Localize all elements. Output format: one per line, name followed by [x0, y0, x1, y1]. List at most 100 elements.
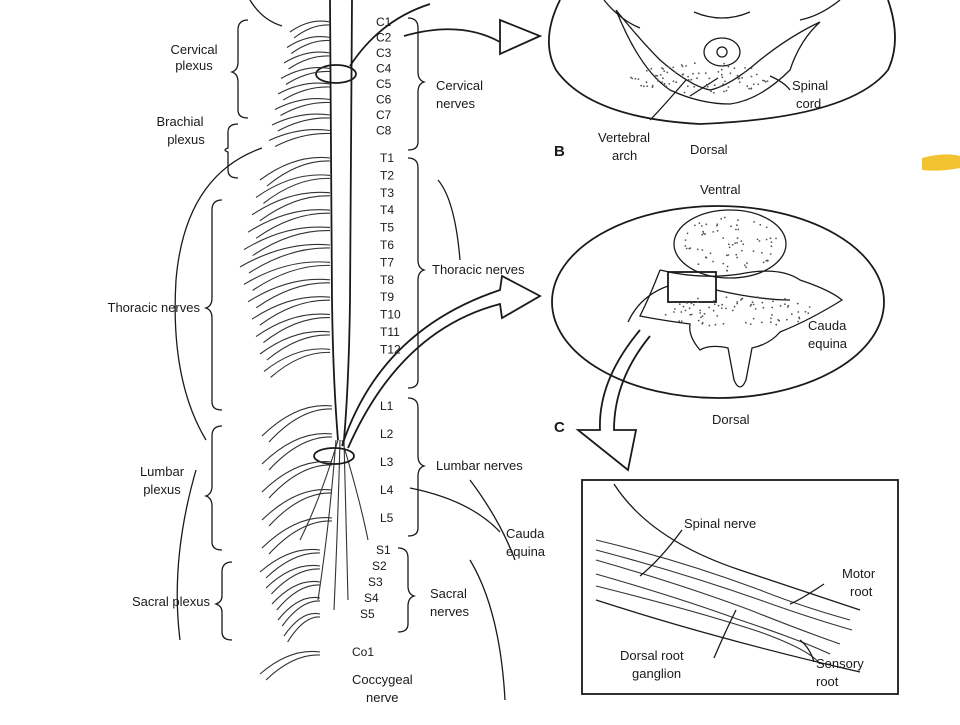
nerve-ramus-secondary-c1 — [293, 24, 331, 39]
nerve-ramus-t11 — [259, 330, 331, 355]
nerve-ramus-secondary-l3 — [268, 464, 333, 499]
nerve-ramus-secondary-t7 — [252, 264, 331, 291]
nerve-ramus-t10 — [255, 313, 331, 338]
thoracic-nerves-left-label: Thoracic nerves — [108, 300, 201, 315]
segment-l3: L3 — [380, 455, 394, 469]
segment-t2: T2 — [380, 168, 394, 182]
nerve-ramus-t7 — [243, 261, 331, 285]
spinal-nerve-label: Spinal nerve — [684, 516, 756, 531]
nerve-ramus-secondary-t4 — [255, 212, 331, 239]
nerve-ramus-l2 — [261, 433, 333, 465]
arrows — [341, 3, 651, 472]
panel-c-cauda-label-2: equina — [808, 336, 848, 351]
nerve-ramus-t9 — [251, 296, 331, 320]
nerve-ramus-c5 — [277, 82, 331, 95]
nerve-ramus-secondary-c3 — [288, 55, 331, 70]
nerve-ramus-secondary-t8 — [255, 282, 331, 309]
brachial-plexus-label-2: plexus — [167, 132, 205, 147]
nerve-ramus-secondary-c7 — [277, 117, 331, 132]
nerve-ramus-c3 — [283, 51, 331, 64]
nerve-ramus-secondary-t2 — [263, 177, 331, 204]
cauda-equina-label-2: equina — [506, 544, 546, 559]
panel-b-spinal-label-1: Spinal — [792, 78, 828, 93]
left-labels: Cervical plexus Brachial plexus Thoracic… — [108, 42, 218, 609]
segment-s5: S5 — [360, 607, 375, 621]
nerve-ramus-s1 — [259, 548, 321, 573]
sacral-plexus-label: Sacral plexus — [132, 594, 211, 609]
panel-c-dorsal-label: Dorsal — [712, 412, 750, 427]
segment-s4: S4 — [364, 591, 379, 605]
nerve-ramus-secondary-c8 — [274, 132, 331, 147]
lumbar-plexus-label-2: plexus — [143, 482, 181, 497]
nerve-ramus-c7 — [271, 113, 331, 126]
coccygeal-nerve-label-2: nerve — [366, 690, 399, 705]
panel-c-letter: C — [554, 419, 565, 436]
segment-c4: C4 — [376, 62, 392, 76]
nerve-ramus-l5 — [261, 517, 333, 549]
nerve-ramus-secondary-l4 — [268, 492, 333, 527]
cervical-plexus-label-1: Cervical — [171, 42, 218, 57]
nerve-ramus-s4 — [277, 596, 321, 621]
segment-l4: L4 — [380, 483, 394, 497]
segment-t1: T1 — [380, 151, 394, 165]
cervical-plexus-label-2: plexus — [175, 58, 213, 73]
nerve-ramus-secondary-t11 — [266, 334, 331, 361]
nerve-ramus-c4 — [280, 67, 331, 79]
segment-t3: T3 — [380, 186, 394, 200]
panel-b-letter: B — [554, 143, 565, 160]
panel-b-arch-label-1: Vertebral — [598, 130, 650, 145]
nerve-ramus-secondary-t3 — [259, 195, 331, 222]
drg-label-2: ganglion — [632, 666, 681, 681]
nerve-ramus-secondary-s2 — [270, 568, 321, 595]
segment-l2: L2 — [380, 427, 394, 441]
arrow-to-panel-b — [403, 18, 543, 56]
segment-t7: T7 — [380, 255, 394, 269]
segment-t6: T6 — [380, 238, 394, 252]
nerve-ramus-c6 — [274, 98, 331, 110]
lumbar-plexus-label-1: Lumbar — [140, 464, 185, 479]
cervical-section-marker — [315, 64, 357, 84]
panel-b-dorsal-label: Dorsal — [690, 142, 728, 157]
nerve-ramus-secondary-s5 — [287, 616, 321, 643]
arrow-to-detail-box — [575, 329, 651, 472]
nerve-ramus-t8 — [247, 278, 331, 303]
segment-c2: C2 — [376, 31, 392, 45]
nerve-ramus-secondary-s4 — [281, 600, 321, 627]
sensory-root-label-1: Sensory — [816, 656, 864, 671]
body-outline — [174, 0, 516, 701]
motor-root-label-1: Motor — [842, 566, 876, 581]
nerve-ramus-t1 — [259, 156, 331, 181]
nerve-ramus-c8 — [268, 129, 331, 141]
nerve-ramus-secondary-s1 — [265, 552, 321, 579]
arrow-to-panel-c — [341, 274, 542, 449]
nerve-ramus-t2 — [255, 174, 331, 198]
cervical-nerves-label-2: nerves — [436, 96, 476, 111]
nerve-ramus-secondary-c2 — [290, 39, 331, 54]
cauda-equina-leader — [409, 487, 501, 533]
lumbar-nerves-label: Lumbar nerves — [436, 458, 523, 473]
nerve-branches — [239, 20, 333, 681]
nerve-ramus-s5 — [283, 612, 321, 637]
nerve-ramus-l4 — [261, 489, 333, 521]
arrow-to-top-oval — [349, 3, 431, 67]
segment-t12: T12 — [380, 342, 401, 356]
nerve-ramus-t3 — [251, 191, 331, 216]
nerve-ramus-secondary-t12 — [270, 351, 331, 378]
detail-box: Spinal nerve Motor root Dorsal root gang… — [581, 479, 899, 695]
left-braces — [203, 19, 249, 641]
segment-l1: L1 — [380, 399, 394, 413]
panel-b: Spinal cord Vertebral arch Dorsal B — [547, 0, 896, 163]
nerve-ramus-l3 — [261, 461, 333, 493]
segment-c1: C1 — [376, 15, 392, 29]
panel-c-cauda-label-1: Cauda — [808, 318, 847, 333]
segment-labels: C1C2C3C4C5C6C7C8T1T2T3T4T5T6T7T8T9T10T11… — [352, 15, 401, 659]
segment-c6: C6 — [376, 93, 392, 107]
nerve-ramus-secondary-l5 — [268, 520, 333, 555]
segment-t4: T4 — [380, 203, 394, 217]
segment-c5: C5 — [376, 77, 392, 91]
nerve-ramus-secondary-t9 — [259, 299, 331, 326]
sensory-root-label-2: root — [816, 674, 839, 689]
nerve-ramus-secondary-c5 — [282, 86, 331, 101]
nerve-ramus-s3 — [271, 580, 321, 605]
segment-l5: L5 — [380, 511, 394, 525]
